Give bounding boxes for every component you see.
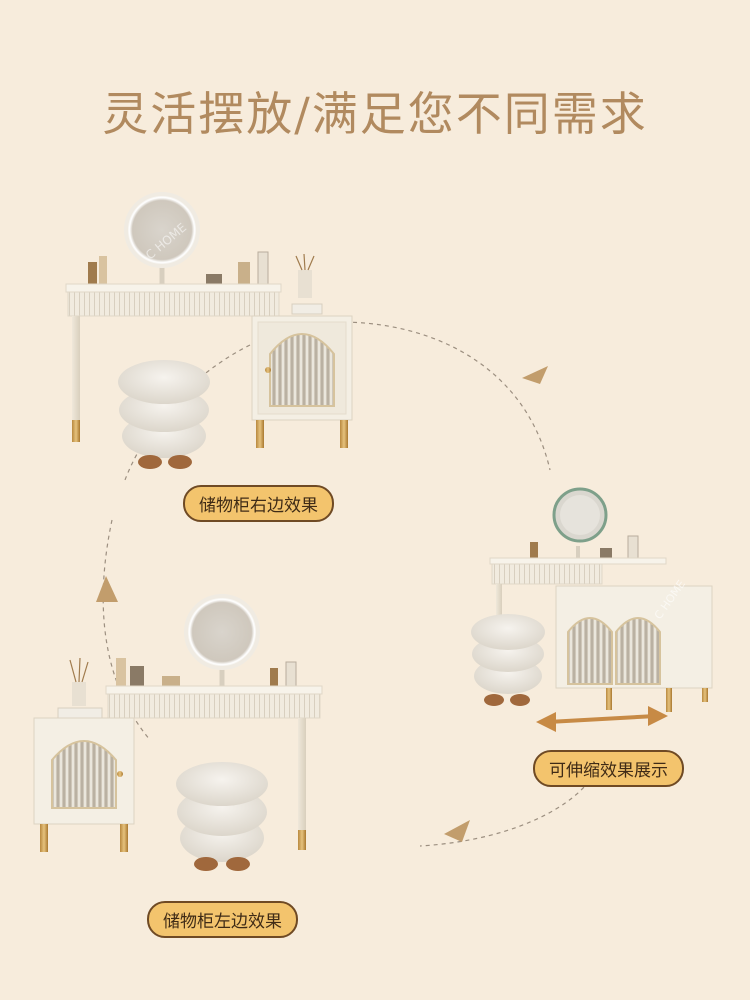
vanity-scene-left xyxy=(33,594,323,871)
arrow-bottom-icon xyxy=(444,820,470,842)
label-extendable: 可伸缩效果展示 xyxy=(533,750,684,787)
vanity-scene-extended xyxy=(471,487,713,732)
label-cabinet-right: 储物柜右边效果 xyxy=(183,485,334,522)
arrow-right-icon xyxy=(522,366,548,384)
label-cabinet-left: 储物柜左边效果 xyxy=(147,901,298,938)
arrow-left-icon xyxy=(96,576,118,602)
page-title: 灵活摆放/满足您不同需求 xyxy=(102,87,648,141)
vanity-scene-right xyxy=(65,192,353,469)
double-arrow-icon xyxy=(536,706,668,732)
